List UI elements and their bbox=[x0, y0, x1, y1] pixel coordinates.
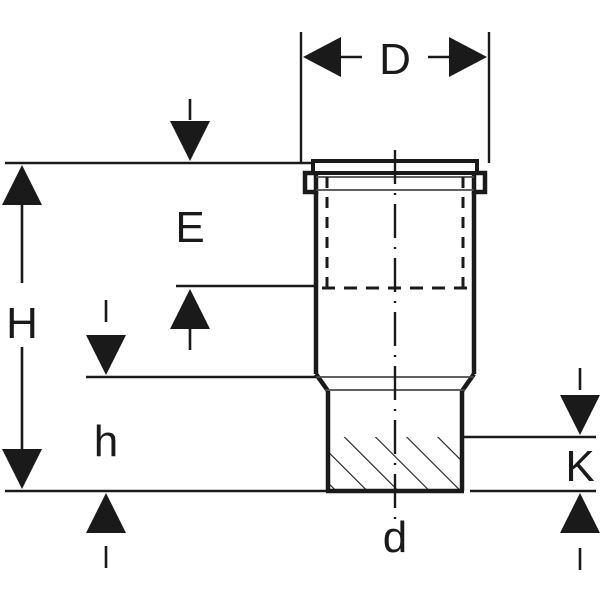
dim-d-label: d bbox=[383, 513, 407, 562]
dim-K-label: K bbox=[565, 442, 594, 491]
socket-collar-left bbox=[302, 170, 319, 195]
dim-E-arrow-top bbox=[170, 121, 210, 161]
dim-h-label: h bbox=[94, 417, 118, 466]
dimension-E: E bbox=[5, 99, 316, 350]
dim-E-arrow-bottom bbox=[170, 289, 210, 329]
dimension-d: d bbox=[383, 513, 407, 562]
dim-D-arrow-right bbox=[449, 37, 487, 77]
pipe-geometry bbox=[302, 150, 488, 520]
dimension-K: K bbox=[462, 368, 600, 570]
dim-K-arrow-top bbox=[560, 395, 600, 435]
dim-D-label: D bbox=[379, 35, 411, 84]
dim-H-arrow-bottom bbox=[2, 449, 42, 489]
dim-H-arrow-top bbox=[2, 165, 42, 205]
dim-D-arrow-left bbox=[303, 37, 341, 77]
socket-collar-right bbox=[471, 170, 488, 195]
dim-E-label: E bbox=[175, 203, 204, 252]
dim-H-label: H bbox=[6, 299, 38, 348]
dimension-D: D bbox=[299, 32, 491, 163]
dim-h-arrow-top bbox=[86, 335, 126, 375]
dimension-h: h bbox=[5, 300, 326, 568]
dim-K-arrow-bottom bbox=[560, 493, 600, 533]
dim-h-arrow-bottom bbox=[86, 493, 126, 533]
dimension-H: H bbox=[2, 165, 42, 489]
